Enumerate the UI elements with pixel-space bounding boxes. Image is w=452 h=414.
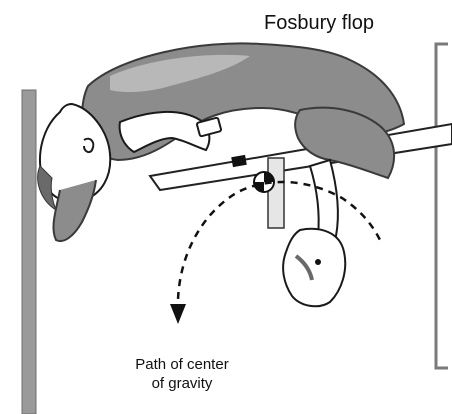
path-label-line2: of gravity: [102, 374, 262, 393]
shoe-eyelet: [315, 259, 321, 265]
diagram-title: Fosbury flop: [264, 12, 374, 35]
right-upright-frame: [436, 44, 448, 368]
path-of-center-of-gravity-label: Path of center of gravity: [102, 355, 262, 393]
left-upright-post: [22, 90, 36, 414]
crossbar-support: [268, 158, 284, 228]
path-label-line1: Path of center: [102, 355, 262, 374]
center-of-gravity-arrowhead: [170, 304, 186, 324]
athlete-lower-leg: [310, 160, 338, 236]
athlete-shoe: [283, 229, 345, 306]
